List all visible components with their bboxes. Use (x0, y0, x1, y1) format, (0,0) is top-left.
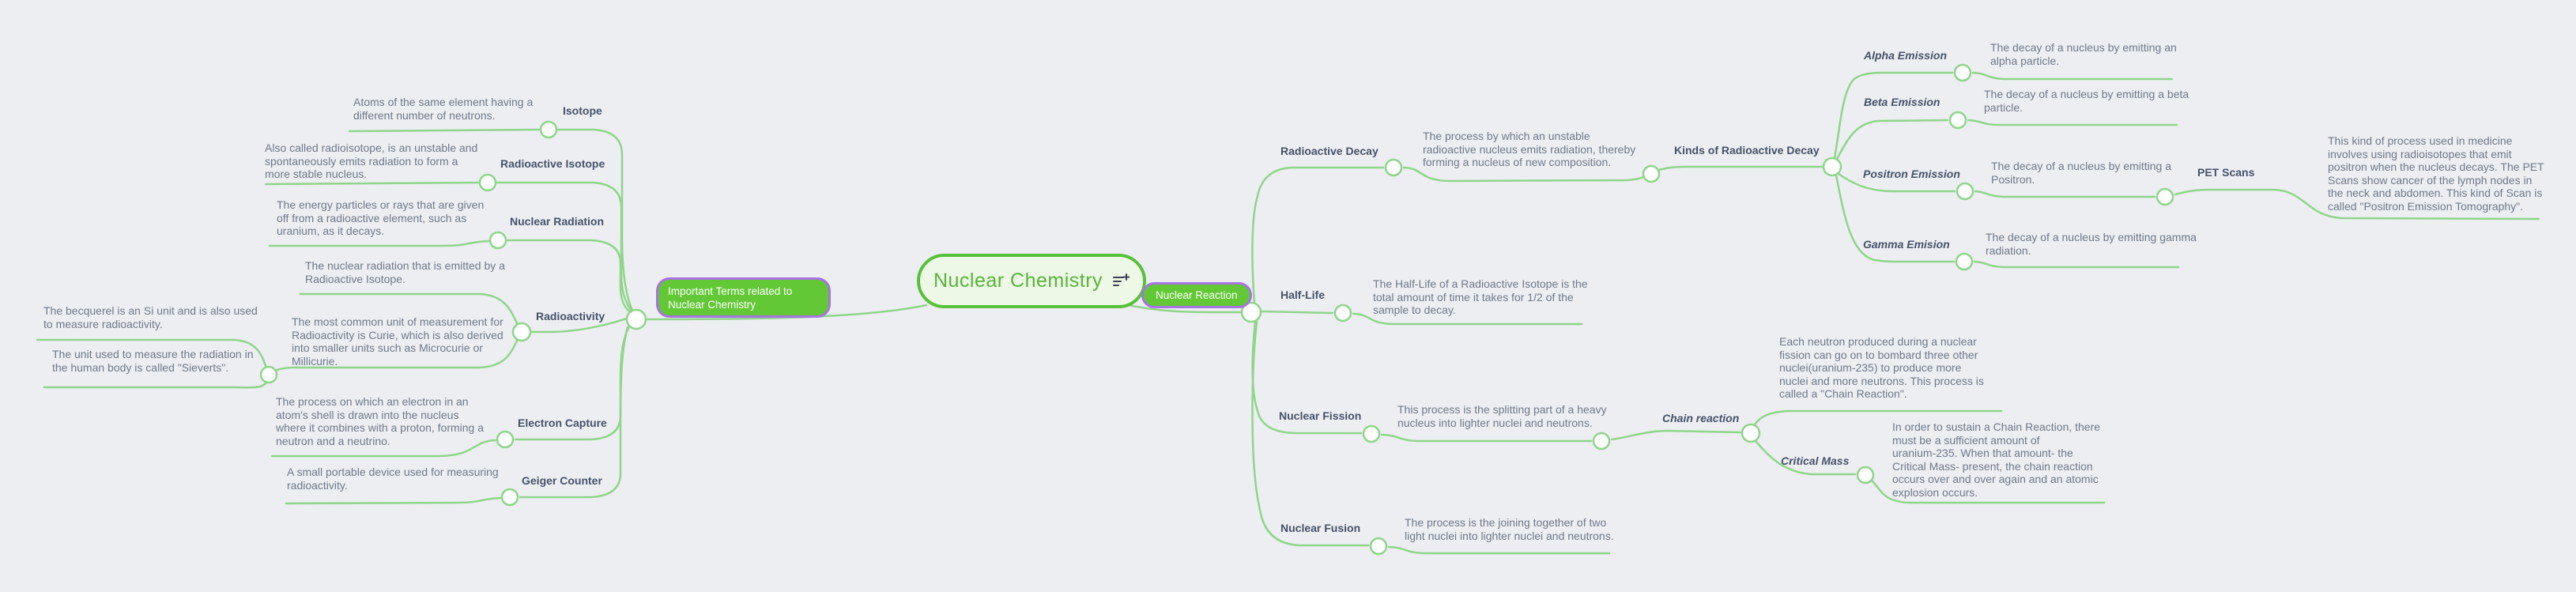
collapse-handle[interactable] (1240, 301, 1262, 323)
collapse-handle[interactable] (1642, 164, 1661, 183)
root-node-nuclear-chemistry[interactable]: Nuclear Chemistry (917, 254, 1146, 308)
note-add-icon[interactable] (1112, 273, 1130, 288)
topic-nuclear-radiation[interactable]: Nuclear Radiation (510, 215, 605, 228)
collapse-handle[interactable] (2155, 187, 2174, 206)
collapse-handle[interactable] (625, 308, 647, 330)
note-critical-mass-desc[interactable]: In order to sustain a Chain Reaction, th… (1892, 420, 2101, 499)
note-sieverts[interactable]: The unit used to measure the radiation i… (52, 348, 254, 374)
topic-half-life[interactable]: Half-Life (1280, 288, 1325, 301)
topic-critical-mass[interactable]: Critical Mass (1781, 454, 1850, 467)
collapse-handle[interactable] (1955, 252, 1974, 271)
collapse-handle[interactable] (1856, 466, 1875, 485)
collapse-handle[interactable] (1333, 304, 1352, 322)
collapse-handle[interactable] (259, 365, 278, 384)
collapse-handle[interactable] (1384, 158, 1403, 177)
branch-node-important-terms[interactable]: Important Terms related to Nuclear Chemi… (656, 277, 831, 318)
note-alpha-emission-desc[interactable]: The decay of a nucleus by emitting an al… (1990, 41, 2177, 67)
collapse-handle[interactable] (1822, 156, 1842, 177)
topic-beta-emission[interactable]: Beta Emission (1864, 96, 1940, 108)
note-nuclear-radiation-desc[interactable]: The energy particles or rays that are gi… (277, 198, 485, 237)
topic-geiger-counter[interactable]: Geiger Counter (522, 474, 602, 487)
topic-electron-capture[interactable]: Electron Capture (518, 417, 607, 429)
collapse-handle[interactable] (511, 322, 532, 342)
topic-radioactive-decay[interactable]: Radioactive Decay (1280, 145, 1379, 157)
collapse-handle[interactable] (496, 430, 515, 449)
collapse-handle[interactable] (1953, 63, 1972, 82)
topic-nuclear-fusion[interactable]: Nuclear Fusion (1280, 522, 1361, 534)
collapse-handle[interactable] (1362, 424, 1381, 443)
topic-pet-scans[interactable]: PET Scans (2197, 166, 2255, 179)
note-beta-emission-desc[interactable]: The decay of a nucleus by emitting a bet… (1984, 88, 2189, 114)
note-radioactivity-curie[interactable]: The most common unit of measurement for … (292, 315, 504, 368)
branch-connectors (36, 71, 2540, 555)
note-radioactive-decay-desc[interactable]: The process by which an unstable radioac… (1423, 130, 1636, 168)
root-title: Nuclear Chemistry (933, 270, 1103, 292)
note-nuclear-fusion-desc[interactable]: The process is the joining together of t… (1405, 516, 1614, 542)
note-geiger-counter-desc[interactable]: A small portable device used for measuri… (287, 466, 499, 492)
topic-chain-reaction[interactable]: Chain reaction (1662, 412, 1740, 424)
topic-isotope[interactable]: Isotope (563, 104, 602, 117)
note-electron-capture-desc[interactable]: The process on which an electron in an a… (276, 395, 485, 447)
topic-alpha-emission[interactable]: Alpha Emission (1864, 49, 1948, 62)
topic-radioactivity[interactable]: Radioactivity (536, 310, 605, 322)
branch-node-nuclear-reaction[interactable]: Nuclear Reaction (1141, 282, 1252, 308)
collapse-handle[interactable] (488, 231, 507, 250)
note-gamma-emission-desc[interactable]: The decay of a nucleus by emitting gamma… (1986, 231, 2197, 257)
note-nuclear-fission-desc[interactable]: This process is the splitting part of a … (1397, 403, 1607, 429)
collapse-handle[interactable] (1592, 432, 1611, 451)
collapse-handle[interactable] (539, 120, 558, 139)
collapse-handle[interactable] (1956, 182, 1974, 201)
note-positron-emission-desc[interactable]: The decay of a nucleus by emitting a Pos… (1991, 160, 2172, 186)
note-half-life-desc[interactable]: The Half-Life of a Radioactive Isotope i… (1373, 277, 1588, 316)
collapse-handle[interactable] (1369, 537, 1388, 556)
topic-radioactive-isotope[interactable]: Radioactive Isotope (500, 157, 605, 170)
collapse-handle[interactable] (478, 173, 497, 192)
collapse-handle[interactable] (1741, 423, 1761, 443)
topic-gamma-emission[interactable]: Gamma Emision (1863, 238, 1950, 251)
topic-positron-emission[interactable]: Positron Emission (1863, 168, 1960, 180)
note-radioactive-isotope-desc[interactable]: Also called radioisotope, is an unstable… (265, 141, 478, 180)
collapse-handle[interactable] (1948, 111, 1967, 130)
note-radioactivity-radiation[interactable]: The nuclear radiation that is emitted by… (305, 259, 505, 285)
note-chain-reaction-desc[interactable]: Each neutron produced during a nuclear f… (1779, 335, 1984, 400)
topic-kinds-of-radioactive-decay[interactable]: Kinds of Radioactive Decay (1674, 144, 1820, 156)
collapse-handle[interactable] (500, 488, 519, 507)
note-becquerel[interactable]: The becquerel is an Si unit and is also … (43, 304, 258, 330)
note-pet-scans-desc[interactable]: This kind of process used in medicine in… (2328, 134, 2544, 213)
note-isotope-desc[interactable]: Atoms of the same element having a diffe… (353, 96, 534, 122)
topic-nuclear-fission[interactable]: Nuclear Fission (1279, 409, 1362, 422)
